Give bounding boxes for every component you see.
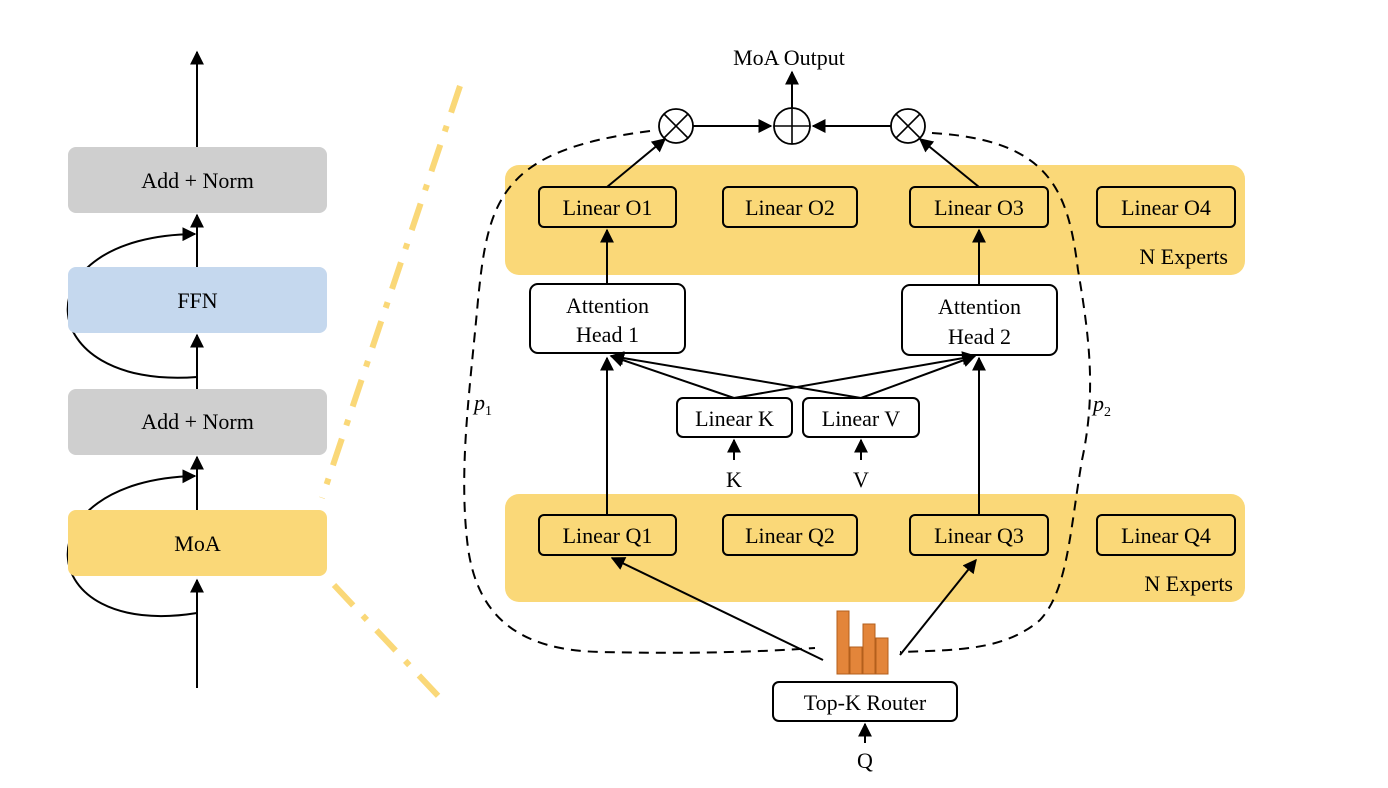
k-to-head2-arrow xyxy=(733,351,977,399)
add-norm-bottom-label: Add + Norm xyxy=(141,409,254,434)
output-experts: Linear O1 Linear O2 Linear O3 Linear O4 … xyxy=(538,186,1236,269)
q-input-label: Q xyxy=(857,748,873,773)
router-to-q3-arrow xyxy=(899,558,977,656)
add-norm-bottom-block xyxy=(68,389,327,455)
moa-label: MoA xyxy=(174,531,221,556)
k-to-head1-arrow xyxy=(609,353,735,399)
gate-p1-label: p1 xyxy=(472,390,492,419)
linear-o3-label: Linear O3 xyxy=(934,195,1024,220)
shared-projections: Linear K Linear V K V xyxy=(609,351,977,492)
top-k-router-label: Top-K Router xyxy=(804,690,927,715)
router-to-q1-arrow xyxy=(610,557,824,661)
gate-p2-label: p2 xyxy=(1091,391,1111,420)
router: Top-K Router Q xyxy=(610,557,977,773)
transformer-block: Add + Norm FFN Add + Norm MoA xyxy=(66,50,327,688)
linear-o1-label: Linear O1 xyxy=(563,195,653,220)
output-combination: MoA Output xyxy=(606,45,980,188)
linear-q4-box xyxy=(1096,514,1236,556)
linear-q4-label: Linear Q4 xyxy=(1121,523,1211,548)
zoom-separator-bottom xyxy=(331,582,445,703)
attention-head-1-line1: Attention xyxy=(566,293,649,318)
query-experts: Linear Q1 Linear Q2 Linear Q3 Linear Q4 … xyxy=(538,356,1236,596)
linear-o2-box xyxy=(722,186,858,228)
attention-head-2-line2: Head 2 xyxy=(948,324,1011,349)
linear-o4-label: Linear O4 xyxy=(1121,195,1211,220)
v-to-head1-arrow xyxy=(609,351,862,399)
v-to-head2-arrow xyxy=(860,353,977,399)
k-input-label: K xyxy=(726,467,742,492)
attention-heads: Attention Head 1 Attention Head 2 xyxy=(529,228,1058,356)
moa-block xyxy=(68,510,327,576)
residual-ffn xyxy=(66,227,198,379)
linear-q3-label: Linear Q3 xyxy=(934,523,1024,548)
expert-path-1-boundary xyxy=(463,130,816,654)
residual-moa xyxy=(66,469,198,618)
v-input-label: V xyxy=(853,467,869,492)
expert-path-2-boundary xyxy=(899,132,1092,653)
linear-o4-box xyxy=(1096,186,1236,228)
linear-k-label: Linear K xyxy=(695,406,774,431)
output-experts-band xyxy=(505,165,1245,275)
o3-to-mul-arrow xyxy=(918,138,980,188)
linear-q2-label: Linear Q2 xyxy=(745,523,835,548)
zoom-separator-top xyxy=(319,85,463,499)
moa-output-label: MoA Output xyxy=(733,45,845,70)
ffn-label: FFN xyxy=(177,288,217,313)
linear-q1-label: Linear Q1 xyxy=(563,523,653,548)
linear-v-label: Linear V xyxy=(822,406,901,431)
attention-head-2-line1: Attention xyxy=(938,294,1021,319)
ffn-block xyxy=(68,267,327,333)
add-norm-top-label: Add + Norm xyxy=(141,168,254,193)
add-norm-top-block xyxy=(68,147,327,213)
o1-to-mul-arrow xyxy=(606,138,667,188)
attention-head-1-line2: Head 1 xyxy=(576,322,639,347)
query-experts-band xyxy=(505,494,1245,602)
query-experts-label: N Experts xyxy=(1144,571,1233,596)
top-k-router-box xyxy=(772,681,958,722)
router-distribution-icon xyxy=(836,610,889,675)
linear-q2-box xyxy=(722,514,858,556)
linear-o2-label: Linear O2 xyxy=(745,195,835,220)
output-experts-label: N Experts xyxy=(1139,244,1228,269)
